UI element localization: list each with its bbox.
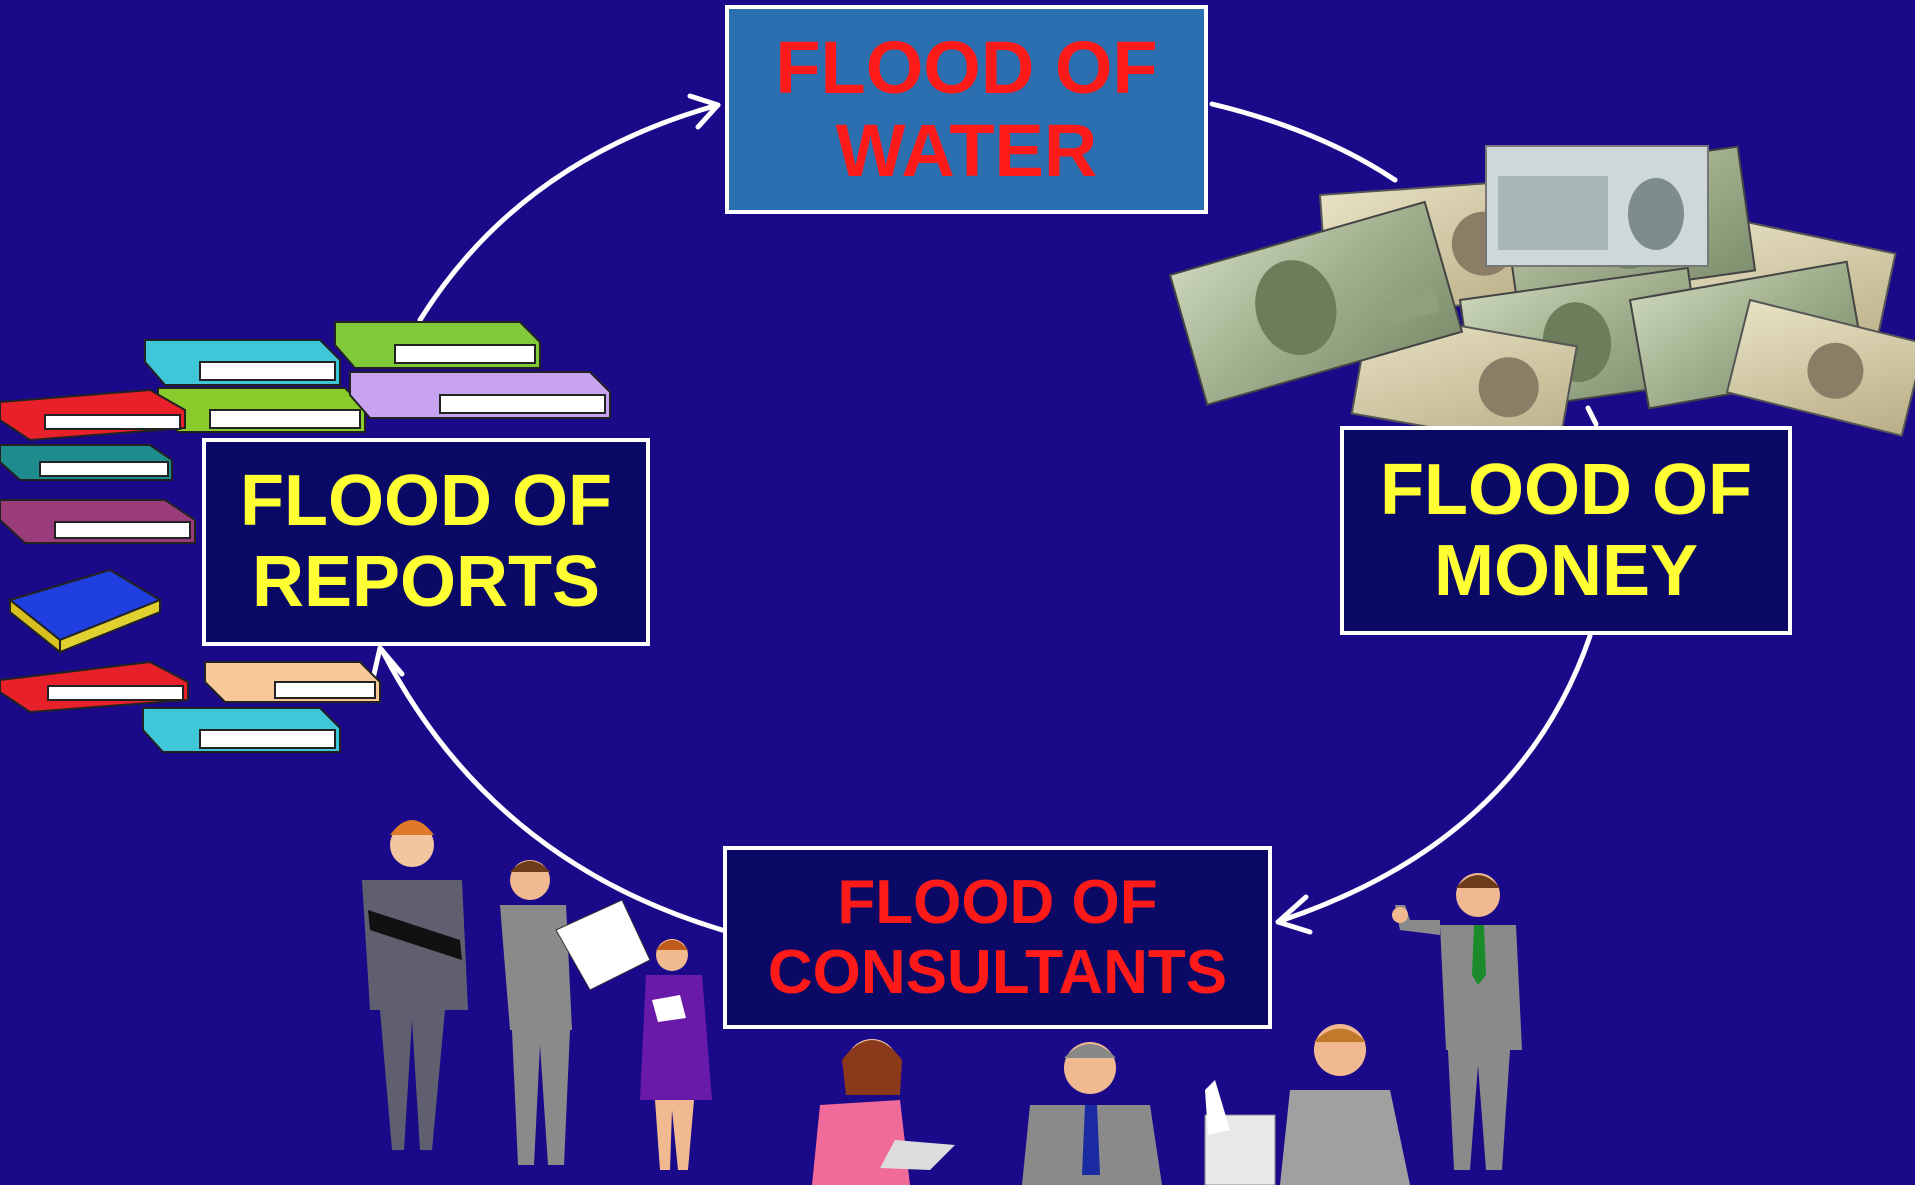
book <box>334 321 541 369</box>
book <box>7 568 163 655</box>
woman-with-folder <box>362 820 468 1150</box>
node-label-line: MONEY <box>1433 530 1699 611</box>
node-label-line: FLOOD OF <box>837 868 1158 938</box>
banknotes-clipart <box>1168 145 1915 452</box>
book <box>204 661 381 703</box>
node-label-line: WATER <box>835 108 1098 192</box>
cycle-edges <box>369 93 1599 935</box>
book <box>0 388 186 442</box>
edge-reports-to-water <box>417 102 721 323</box>
arrowhead-reports <box>369 645 405 686</box>
edge-money-stub <box>1585 405 1599 427</box>
edge-consultants-to-reports <box>379 647 725 933</box>
edge-money-to-consultants <box>1280 633 1593 923</box>
node-label-line: REPORTS <box>251 542 601 622</box>
woman-in-purple <box>640 939 712 1170</box>
node-flood-of-water: FLOOD OF WATER <box>725 5 1208 214</box>
man-pointing <box>1392 873 1522 1170</box>
book <box>144 339 341 386</box>
woman-reading <box>812 1039 955 1185</box>
book <box>0 444 173 481</box>
book <box>157 387 366 433</box>
node-label-line: FLOOD OF <box>775 25 1158 109</box>
man-with-ballot-box <box>1204 1024 1410 1185</box>
node-flood-of-consultants: FLOOD OF CONSULTANTS <box>723 846 1272 1029</box>
business-people-clipart <box>362 820 1522 1185</box>
book <box>0 660 189 714</box>
node-label-line: FLOOD OF <box>240 461 612 542</box>
node-flood-of-money: FLOOD OF MONEY <box>1340 426 1792 635</box>
book <box>0 499 196 544</box>
node-flood-of-reports: FLOOD OF REPORTS <box>202 438 650 646</box>
book <box>349 371 611 419</box>
arrowhead-water <box>687 93 721 130</box>
edge-water-to-money <box>1209 101 1398 183</box>
arrowhead-consultants <box>1275 894 1313 935</box>
man-with-paper <box>500 860 651 1165</box>
books-stack-clipart <box>0 321 611 753</box>
man-at-desk <box>1022 1042 1162 1185</box>
node-label-line: CONSULTANTS <box>767 937 1228 1007</box>
book <box>142 707 341 753</box>
node-label-line: FLOOD OF <box>1380 449 1752 530</box>
